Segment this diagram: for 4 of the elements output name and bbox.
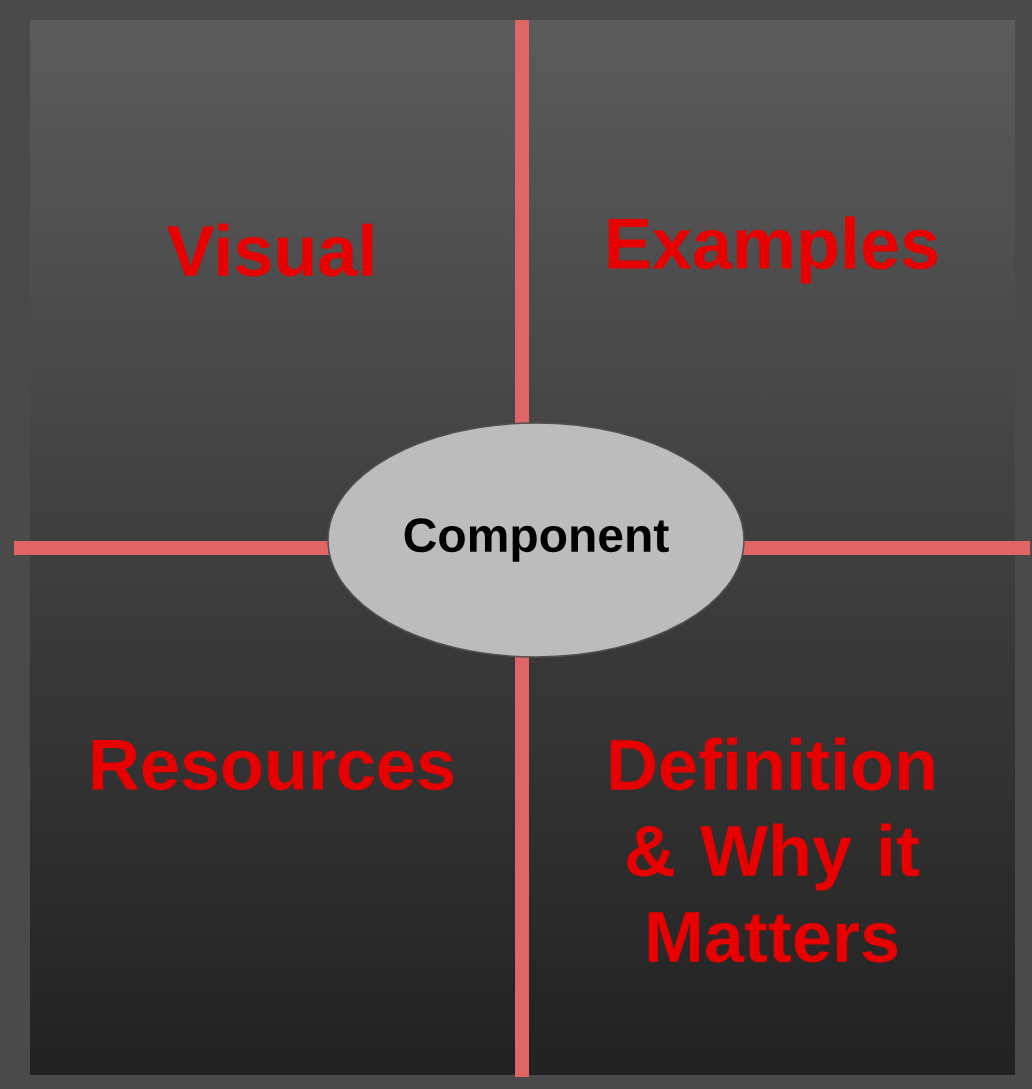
quadrant-label: Examples bbox=[608, 216, 938, 284]
quadrant-label: Resources bbox=[92, 739, 454, 791]
quadrant-label: Visual bbox=[167, 223, 373, 277]
quadrant-label: Definition & Why it Matters bbox=[610, 737, 934, 963]
